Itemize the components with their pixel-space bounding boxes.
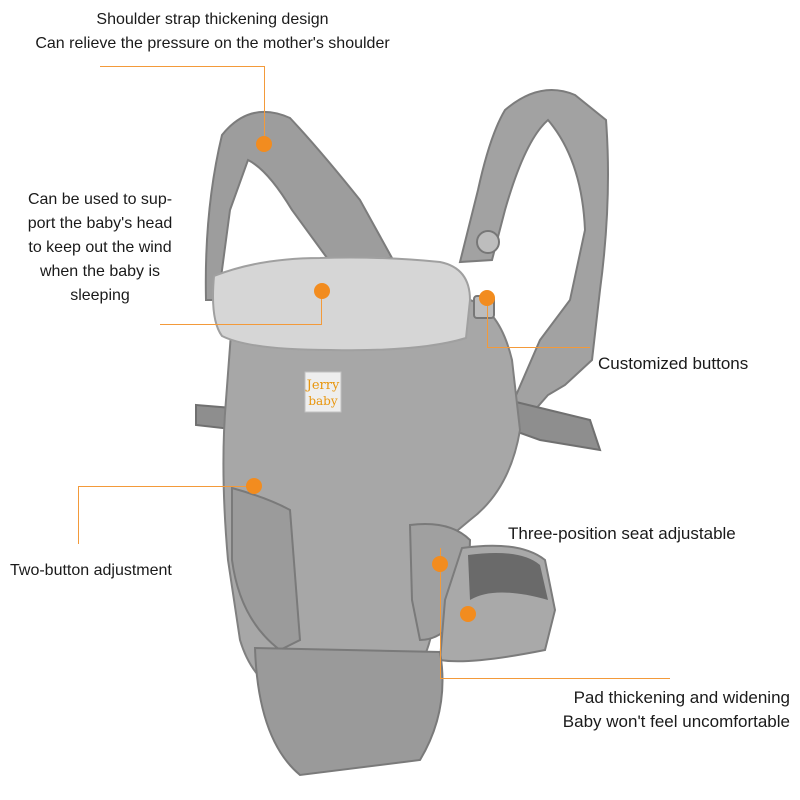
- callout-line: Baby won't feel uncomfortable: [562, 712, 790, 731]
- shoulder-strap-callout: Shoulder strap thickening design Can rel…: [0, 8, 425, 56]
- two-button-callout: Two-button adjustment: [10, 562, 172, 579]
- callout-line: Can be used to sup-: [27, 191, 173, 208]
- callout-dot: [460, 606, 476, 622]
- leader-line: [440, 548, 441, 679]
- head-support-panel: [212, 256, 472, 352]
- callout-dot: [314, 283, 330, 299]
- callout-line: when the baby is: [39, 263, 161, 280]
- waist-belt-inner: [468, 552, 548, 600]
- customized-buttons-callout: Customized buttons: [598, 354, 749, 373]
- leader-line: [160, 324, 322, 325]
- leader-line: [78, 486, 255, 487]
- leader-line: [100, 66, 265, 67]
- callout-line: Shoulder strap thickening design: [96, 11, 329, 28]
- callout-dot: [246, 478, 262, 494]
- left-shoulder-strap: [204, 110, 394, 301]
- right-shoulder-strap: [458, 89, 609, 422]
- leader-line: [264, 66, 265, 144]
- callout-line: sleeping: [70, 287, 130, 304]
- callout-line: port the baby's head: [27, 215, 173, 232]
- head-support-callout: Can be used to sup- port the baby's head…: [0, 188, 200, 308]
- brand-tag-line1: Jerry: [305, 378, 340, 393]
- brand-tag-line2: baby: [308, 394, 338, 408]
- buckle-icon: [476, 230, 500, 254]
- callout-line: Can relieve the pressure on the mother's…: [35, 35, 390, 52]
- callout-line: to keep out the wind: [28, 239, 172, 256]
- side-strap: [510, 400, 602, 452]
- callout-line: Pad thickening and widening: [573, 688, 790, 707]
- pad-callout: Pad thickening and widening Baby won't f…: [520, 686, 790, 734]
- leader-line: [78, 486, 79, 544]
- leader-line: [440, 678, 670, 679]
- brand-tag: [304, 371, 342, 413]
- leader-line: [487, 298, 488, 348]
- callout-dot: [432, 556, 448, 572]
- bottom-seat: [253, 646, 444, 777]
- seat-callout: Three-position seat adjustable: [508, 524, 736, 543]
- leader-line: [321, 290, 322, 325]
- leader-line: [487, 347, 590, 348]
- callout-dot: [479, 290, 495, 306]
- callout-dot: [256, 136, 272, 152]
